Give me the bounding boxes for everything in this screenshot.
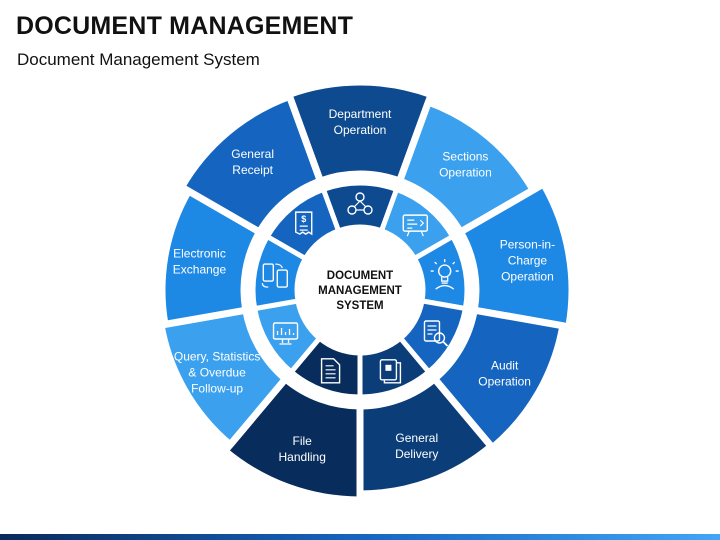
center-hub xyxy=(299,229,421,351)
label-line: Department xyxy=(329,107,392,121)
center-label: DOCUMENT MANAGEMENT SYSTEM xyxy=(318,270,402,312)
label-line: Follow-up xyxy=(191,382,243,396)
label-line: General xyxy=(395,431,438,445)
segment-file-handling xyxy=(221,375,364,504)
label-line: Audit xyxy=(491,359,519,373)
label-line: Person-in- xyxy=(500,237,555,251)
label-line: Receipt xyxy=(232,163,273,177)
presentation-board-icon xyxy=(402,214,428,237)
center-label-line: SYSTEM xyxy=(336,300,383,312)
label-line: Handling xyxy=(279,450,326,464)
center-label-line: MANAGEMENT xyxy=(318,285,402,297)
label-line: Charge xyxy=(508,253,548,267)
outer-segments xyxy=(157,78,576,504)
file-document-icon xyxy=(320,358,341,384)
page-title: DOCUMENT MANAGEMENT xyxy=(16,12,354,40)
document-magnifier-icon xyxy=(423,320,449,347)
team-network-icon xyxy=(347,192,373,215)
bottom-accent-bar xyxy=(0,534,720,540)
statistics-monitor-icon xyxy=(272,322,299,345)
label-line: Query, Statistics xyxy=(174,350,260,364)
segment-person-in-charge-operation xyxy=(456,180,576,331)
svg-text:$: $ xyxy=(301,214,306,224)
inner-sector-general-receipt xyxy=(263,186,342,262)
segment-department-operation xyxy=(285,78,435,185)
document-stack-icon xyxy=(379,359,402,384)
center-label-line: DOCUMENT xyxy=(327,270,393,282)
label-line: Electronic xyxy=(173,247,226,261)
segment-general-receipt xyxy=(178,92,324,236)
segment-query-statistics xyxy=(157,306,289,449)
label-line: File xyxy=(293,434,313,448)
label-line: Operation xyxy=(478,375,531,389)
label-line: Operation xyxy=(501,269,554,283)
inner-icon-ring: $ xyxy=(250,180,470,400)
label-line: Exchange xyxy=(173,263,227,277)
page-subtitle: Document Management System xyxy=(17,50,260,69)
label-line: Delivery xyxy=(395,447,438,461)
lightbulb-person-icon xyxy=(430,259,459,290)
label-line: Operation xyxy=(439,165,492,179)
device-exchange-icon xyxy=(261,263,289,288)
label-line: Operation xyxy=(334,123,387,137)
label-line: General xyxy=(231,147,274,161)
label-line: & Overdue xyxy=(188,366,246,380)
label-line: Sections xyxy=(442,149,488,163)
receipt-icon: $ xyxy=(295,211,313,236)
